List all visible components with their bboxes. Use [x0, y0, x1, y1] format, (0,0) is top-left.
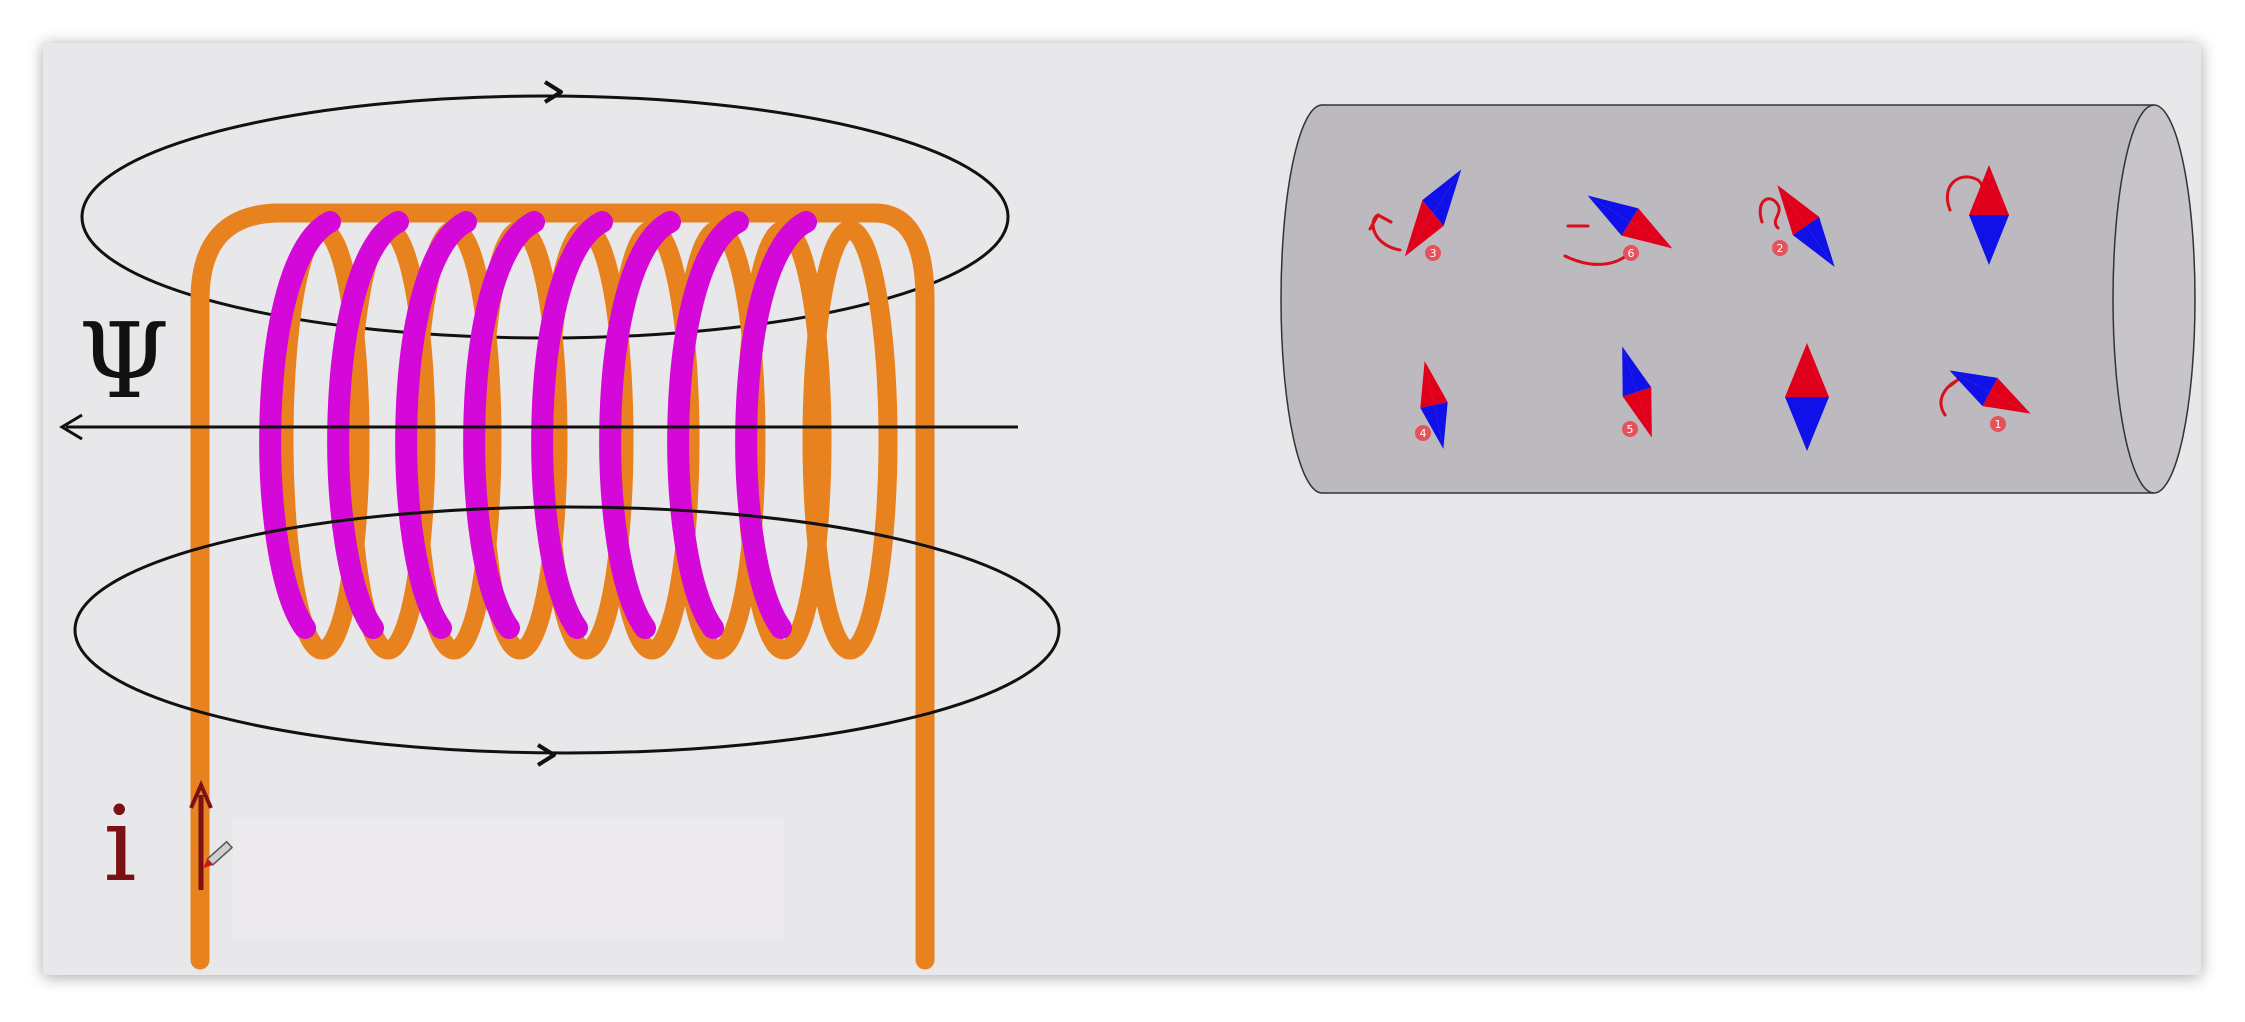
current-symbol-label: i — [103, 783, 136, 905]
magnet-number-badges: 3 6 2 4 5 1 — [1415, 240, 2006, 441]
flux-loop-top-arrow — [543, 80, 563, 104]
cylinder-body — [1322, 105, 2154, 493]
badge-top-2 — [1623, 245, 1639, 261]
badge-bottom-1 — [1415, 425, 1431, 441]
flux-loop-bottom-arrow — [536, 743, 556, 767]
badge-top-1-label: 3 — [1430, 247, 1437, 260]
badge-top-3-label: 2 — [1777, 242, 1784, 255]
badge-bottom-4-label: 1 — [1995, 418, 2002, 431]
flux-loop-bottom — [73, 505, 1061, 755]
flux-symbol-label: Ψ — [78, 300, 169, 422]
solenoid-diagram: Ψ i — [59, 80, 1061, 970]
magnet-7 — [1785, 343, 1829, 451]
magnet-6 — [1622, 346, 1652, 438]
magnet-1 — [1404, 169, 1462, 257]
blank-overlay-box — [233, 818, 783, 938]
badge-top-2-label: 6 — [1628, 247, 1635, 260]
coil-front-turns — [259, 211, 817, 639]
magnet-5 — [1420, 360, 1448, 450]
magnet-8 — [1949, 370, 2031, 414]
cylinder-right-end — [2112, 104, 2196, 494]
magnet-3 — [1777, 185, 1835, 267]
magnet-cylinder-diagram: 3 6 2 4 5 1 — [1280, 104, 2196, 494]
badge-bottom-2 — [1622, 421, 1638, 437]
magnet-2 — [1587, 195, 1673, 249]
flux-axis-arrowhead — [59, 413, 83, 441]
badge-top-3 — [1772, 240, 1788, 256]
badge-bottom-2-label: 5 — [1627, 423, 1634, 436]
magnet-4 — [1969, 165, 2009, 265]
badge-top-1 — [1425, 245, 1441, 261]
current-arrowhead — [189, 779, 213, 809]
pen-cursor-icon — [203, 840, 234, 869]
badge-bottom-4 — [1990, 416, 2006, 432]
badge-bottom-1-label: 4 — [1420, 427, 1427, 440]
